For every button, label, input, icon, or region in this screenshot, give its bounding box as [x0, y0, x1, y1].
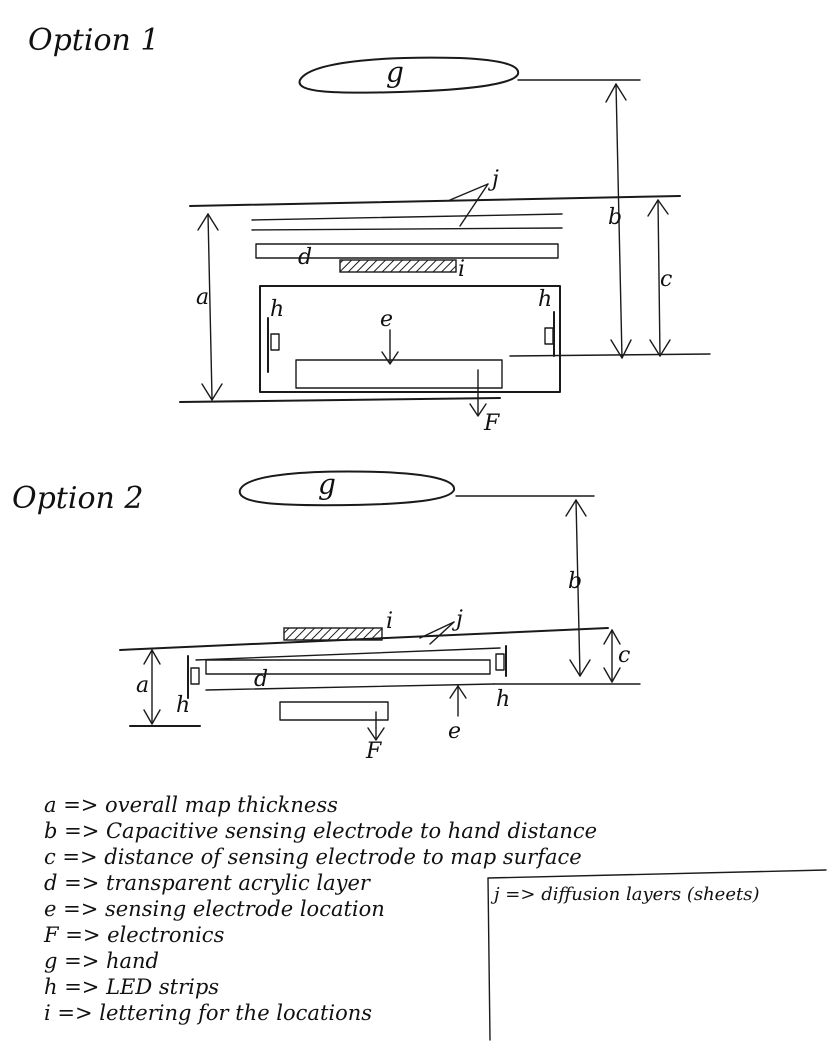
- label-i-option-1: i: [458, 257, 465, 282]
- electrode-layer-line-option-2: [205, 683, 495, 691]
- top-surface-line-option-2: [119, 627, 609, 651]
- hand-shape-option-2: g: [238, 468, 456, 507]
- label-e-option-1: e: [380, 307, 393, 332]
- label-g-option-2: g: [318, 468, 336, 501]
- lettering-strip-option-2: i: [283, 609, 393, 641]
- legend-box-outline: [487, 869, 827, 1041]
- diffusion-sheet-line-option-2: [195, 647, 501, 661]
- diffusion-layers-option-1: j: [189, 167, 681, 231]
- legend-item-a: a => overall map thickness: [44, 793, 338, 817]
- label-d-option-2: d: [254, 667, 268, 692]
- legend-item-e: e => sensing electrode location: [44, 897, 385, 921]
- dimension-c-option-2: c: [603, 629, 630, 683]
- label-f-option-1: F: [483, 411, 500, 436]
- option-2-diagram: Option 2 g b i j d: [12, 468, 641, 764]
- label-e-option-2: e: [448, 719, 461, 744]
- label-c-option-1: c: [660, 267, 672, 292]
- option-1-title: Option 1: [28, 23, 159, 58]
- sensing-electrode-option-2: e: [448, 685, 467, 744]
- dimension-c-option-1: c: [647, 199, 672, 357]
- label-c-option-2: c: [618, 643, 630, 668]
- led-strip-right-option-2: h: [495, 645, 510, 712]
- option-2-title: Option 2: [12, 481, 143, 516]
- legend-item-b: b => Capacitive sensing electrode to han…: [44, 819, 597, 843]
- electrode-level-line-option-1: [509, 353, 711, 357]
- enclosure-box-option-1: [259, 285, 561, 393]
- lettering-strip-option-1: i: [339, 257, 465, 282]
- label-d-option-1: d: [298, 245, 312, 270]
- label-a-option-1: a: [196, 285, 209, 310]
- diffusion-layers-option-2: j: [419, 607, 463, 645]
- hand-shape-option-1: g: [298, 56, 520, 94]
- option-1-diagram: Option 1 g b j c: [28, 23, 711, 436]
- label-j-option-2: j: [451, 607, 463, 632]
- label-i-option-2: i: [386, 609, 393, 634]
- label-g-option-1: g: [386, 56, 404, 89]
- label-a-option-2: a: [136, 673, 149, 698]
- label-h-right-option-1: h: [538, 287, 552, 312]
- label-b-option-1: b: [608, 205, 622, 230]
- legend-item-h: h => LED strips: [44, 975, 219, 999]
- electronics-option-2: F: [279, 701, 389, 764]
- label-h-right-option-2: h: [496, 687, 510, 712]
- legend-item-i: i => lettering for the locations: [44, 1001, 372, 1025]
- legend-item-c: c => distance of sensing electrode to ma…: [44, 845, 582, 869]
- legend-item-d: d => transparent acrylic layer: [44, 871, 372, 895]
- dimension-b-option-2: b: [565, 499, 591, 677]
- electronics-option-1: F: [469, 369, 500, 436]
- label-h-left-option-2: h: [176, 693, 190, 718]
- dimension-b-option-1: b: [605, 83, 632, 359]
- acrylic-layer-option-2: d: [205, 659, 491, 692]
- led-strip-right-option-1: h: [538, 287, 555, 357]
- legend-item-j: j => diffusion layers (sheets): [490, 884, 759, 905]
- label-j-option-1: j: [487, 167, 499, 192]
- dimension-a-option-2: a: [136, 649, 161, 725]
- legend-item-f: F => electronics: [43, 923, 225, 947]
- led-strip-left-option-1: h: [267, 297, 284, 373]
- base-line-option-1: [179, 397, 501, 403]
- label-f-option-2: F: [365, 739, 382, 764]
- legend-item-g: g => hand: [44, 949, 159, 973]
- acrylic-layer-option-1: d: [255, 243, 559, 270]
- sensing-electrode-option-1: e: [295, 307, 503, 389]
- legend: a => overall map thickness b => Capaciti…: [43, 793, 827, 1041]
- led-strip-left-option-2: h: [176, 655, 200, 718]
- label-b-option-2: b: [568, 569, 582, 594]
- label-h-left-option-1: h: [270, 297, 284, 322]
- dimension-a-option-1: a: [196, 213, 223, 401]
